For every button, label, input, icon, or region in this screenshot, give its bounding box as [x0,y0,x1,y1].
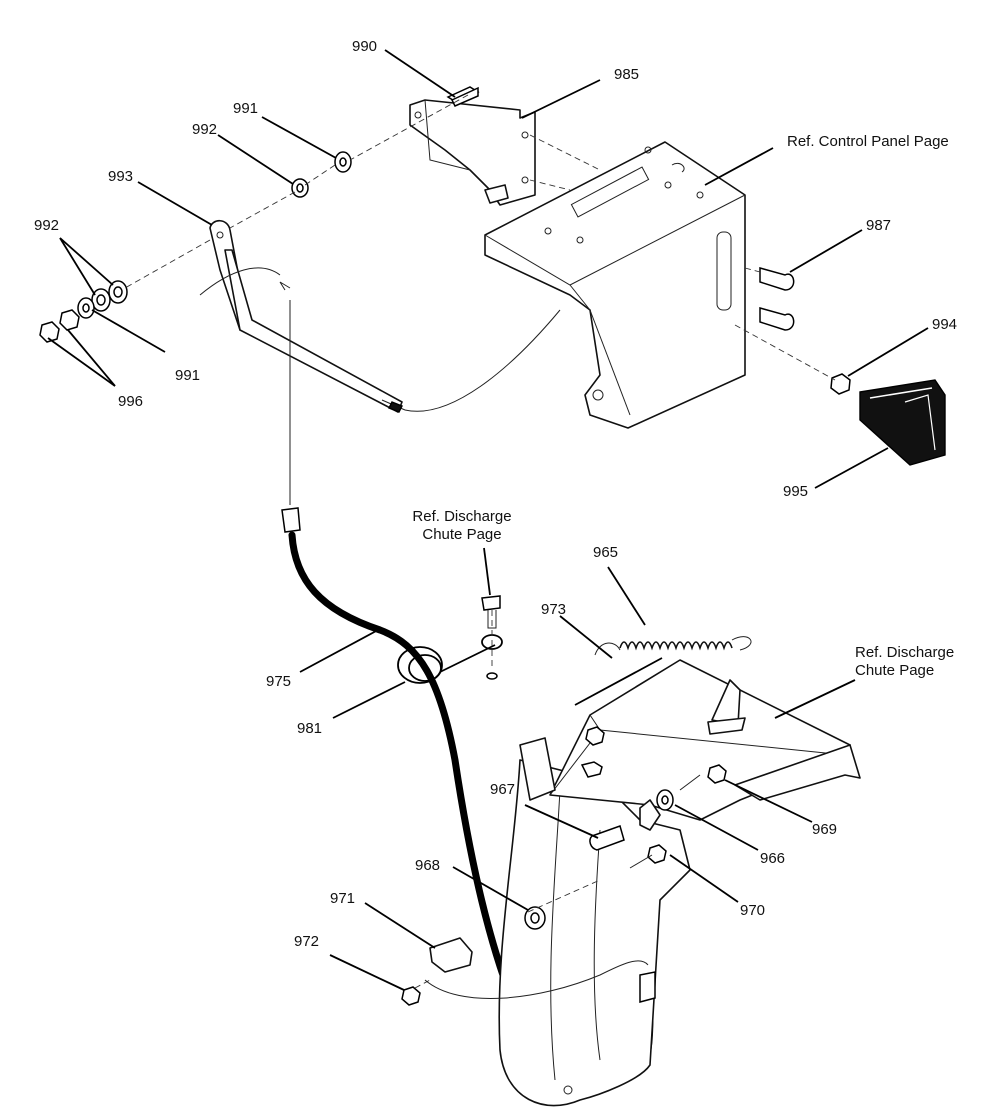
leader-lines [47,49,929,991]
label-992-lower: 992 [34,217,60,234]
label-985: 985 [614,66,640,83]
nut-994 [830,373,851,395]
label-987: 987 [866,217,892,234]
label-981: 981 [297,720,323,737]
ref-discharge-chute-left-line1: Ref. Discharge [412,508,512,525]
label-995: 995 [783,483,809,500]
label-971: 971 [330,890,356,907]
control-panel [484,141,746,429]
label-992-upper: 992 [192,121,218,138]
label-990: 990 [352,38,378,55]
label-973: 973 [541,601,567,618]
label-996: 996 [118,393,144,410]
label-967: 967 [490,781,516,798]
label-972: 972 [294,933,320,950]
chute-hardware [401,726,727,1006]
label-975: 975 [266,673,292,690]
hardware-992-991-996 [39,280,128,343]
label-965: 965 [593,544,619,561]
label-991-upper: 991 [233,100,259,117]
bolts-987 [759,267,795,331]
label-991-lower: 991 [175,367,201,384]
ref-discharge-chute-right-line1: Ref. Discharge [855,644,955,661]
label-969: 969 [812,821,838,838]
ref-discharge-chute-left-line2: Chute Page [422,526,502,543]
label-968: 968 [415,857,441,874]
rod-973 [574,657,663,706]
label-993: 993 [108,168,134,185]
screw-chute-ref [481,595,503,680]
ref-discharge-chute-left: Ref. Discharge Chute Page [404,508,520,544]
alignment-lines [124,94,836,999]
bracket-985 [409,99,536,206]
knob-995 [859,379,946,466]
spring-965 [594,636,752,656]
label-994: 994 [932,316,958,333]
label-970: 970 [740,902,766,919]
ref-discharge-chute-right: Ref. Discharge Chute Page [855,644,954,680]
ref-control-panel: Ref. Control Panel Page [787,133,949,150]
ref-discharge-chute-right-line2: Chute Page [855,662,935,679]
shift-rod-993 [209,219,406,413]
discharge-chute [498,659,861,1107]
label-966: 966 [760,850,786,867]
